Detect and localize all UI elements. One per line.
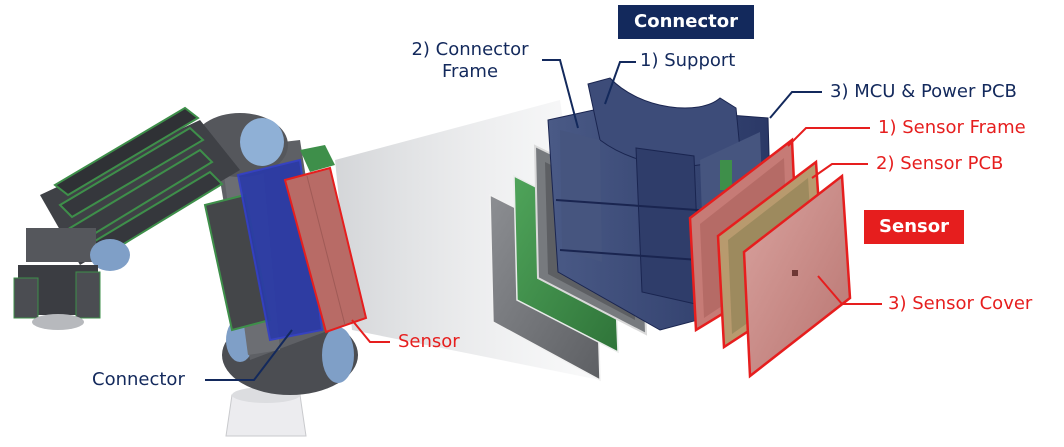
- connector-callout-label: Connector: [92, 369, 185, 390]
- support-label: 1) Support: [640, 50, 736, 71]
- mcu-power-pcb-label: 3) MCU & Power PCB: [830, 81, 1017, 102]
- sensor-callout-label: Sensor: [398, 331, 460, 352]
- connector-frame-label-line2: Frame: [441, 61, 499, 82]
- sensor-pcb-label: 2) Sensor PCB: [876, 153, 1004, 174]
- connector-badge: Connector: [618, 5, 754, 39]
- connector-frame-label: 2) Connector Frame: [400, 39, 540, 83]
- robot-wrist: [13, 228, 130, 330]
- sensor-badge: Sensor: [864, 210, 964, 244]
- sensor-cover-label: 3) Sensor Cover: [888, 293, 1033, 314]
- connector-frame-label-line1: 2) Connector: [411, 39, 529, 60]
- exploded-view: [489, 77, 852, 382]
- robot-arm: [13, 106, 368, 437]
- forearm-sensor-modules: [53, 106, 224, 264]
- leader-lines: [205, 59, 882, 381]
- sensor-frame-label: 1) Sensor Frame: [878, 117, 1026, 138]
